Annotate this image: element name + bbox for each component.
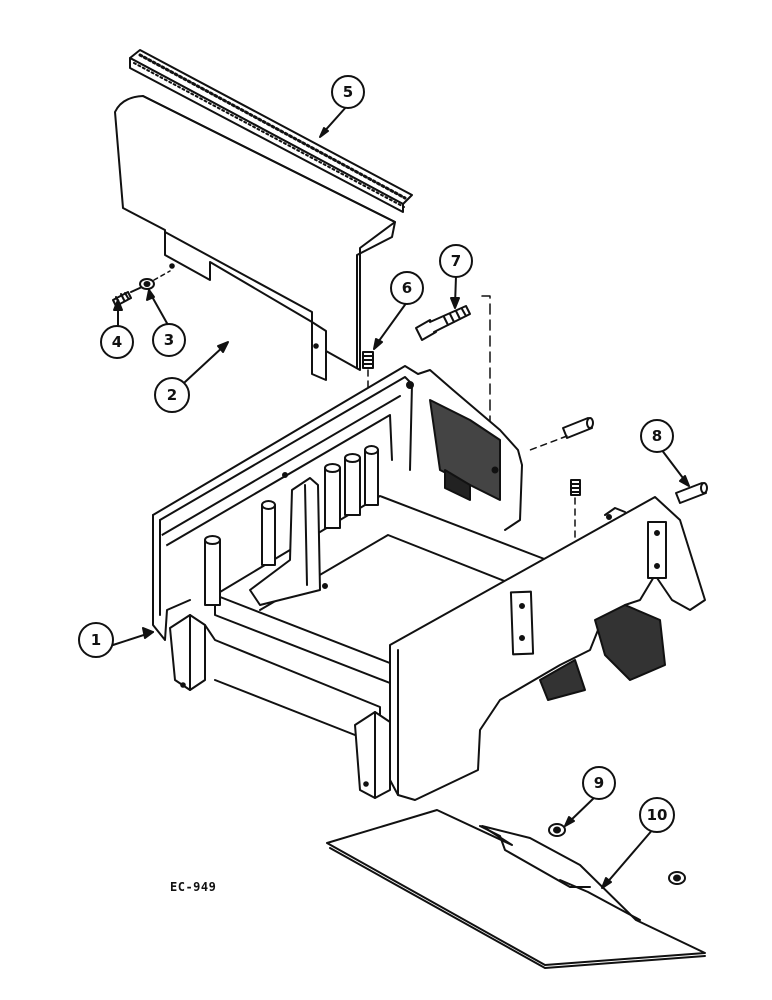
callout-leaders — [112, 105, 690, 889]
washer-lower — [548, 823, 686, 885]
cover-panel — [114, 95, 396, 381]
callout-5: 5 — [331, 75, 365, 109]
dowel-pin — [529, 417, 708, 504]
bottom-plate — [326, 809, 706, 969]
callout-9: 9 — [582, 766, 616, 800]
callout-8: 8 — [640, 419, 674, 453]
figure-code: EC-949 — [170, 880, 217, 894]
bolt — [415, 295, 491, 461]
callouts: 1 2 3 4 5 6 7 8 — [78, 75, 675, 833]
svg-text:10: 10 — [647, 806, 668, 824]
svg-text:7: 7 — [451, 252, 461, 270]
svg-text:1: 1 — [91, 631, 101, 649]
svg-text:6: 6 — [402, 279, 412, 297]
svg-text:9: 9 — [594, 774, 604, 792]
callout-10: 10 — [639, 797, 675, 833]
washer — [139, 270, 171, 290]
housing — [152, 365, 706, 801]
set-screw-2 — [570, 479, 581, 541]
svg-text:3: 3 — [164, 331, 174, 349]
svg-text:2: 2 — [167, 386, 177, 404]
callout-1: 1 — [78, 622, 114, 658]
callout-7: 7 — [439, 244, 473, 278]
callout-3: 3 — [152, 323, 186, 357]
svg-text:4: 4 — [112, 333, 122, 351]
svg-text:5: 5 — [343, 83, 353, 101]
callout-6: 6 — [390, 271, 424, 305]
callout-4: 4 — [100, 325, 134, 359]
svg-text:8: 8 — [652, 427, 662, 445]
seal-strip — [129, 49, 413, 213]
callout-2: 2 — [154, 377, 190, 413]
